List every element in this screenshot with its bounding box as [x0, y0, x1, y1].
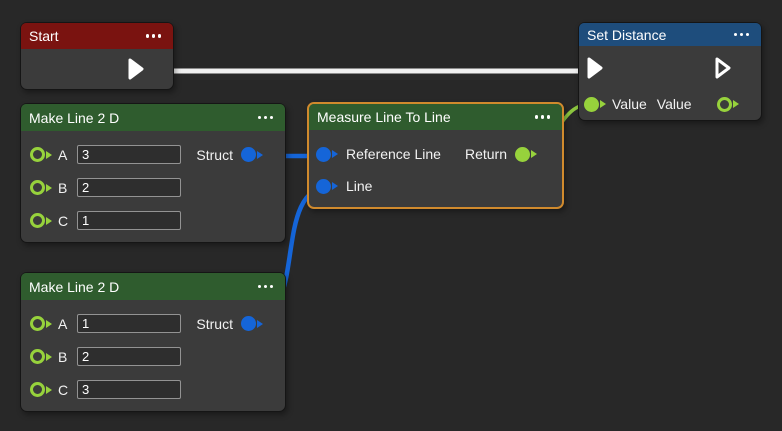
struct-port-icon: [316, 178, 331, 194]
port-arrow-icon: [46, 385, 52, 394]
value-field-b[interactable]: [77, 347, 181, 366]
scalar-input-pin-c[interactable]: [30, 213, 52, 228]
node-make-line-1-header[interactable]: Make Line 2 D: [21, 104, 285, 131]
scalar-input-pin-a[interactable]: [30, 316, 52, 331]
struct-port-icon: [241, 147, 256, 162]
scalar-input-pin-a[interactable]: [30, 147, 52, 162]
node-menu-button[interactable]: [257, 115, 273, 120]
line-input-pin[interactable]: [316, 178, 338, 194]
node-row: A Struct: [21, 138, 285, 171]
node-set-distance[interactable]: Set Distance Value Value: [578, 22, 762, 121]
line-label: Line: [346, 178, 373, 194]
scalar-port-icon: [717, 96, 732, 112]
scalar-port-icon: [30, 213, 45, 228]
port-arrow-icon: [733, 100, 739, 108]
input-label-b: B: [58, 179, 68, 196]
value-field-c[interactable]: [77, 380, 181, 399]
value-field-c[interactable]: [77, 211, 181, 230]
exec-output-pin[interactable]: [127, 57, 145, 81]
input-label-c: C: [58, 381, 69, 398]
port-arrow-icon: [46, 150, 52, 159]
value-output-label: Value: [656, 96, 692, 112]
struct-port-icon: [241, 316, 256, 331]
node-set-distance-header[interactable]: Set Distance: [579, 23, 761, 46]
node-row: C: [21, 204, 285, 237]
scalar-port-icon: [30, 349, 45, 364]
node-measure-header[interactable]: Measure Line To Line: [309, 104, 562, 130]
input-label-c: C: [58, 212, 69, 229]
node-start[interactable]: Start: [20, 22, 174, 90]
reference-line-label: Reference Line: [346, 146, 441, 162]
node-row: A Struct: [21, 307, 285, 340]
node-make-line-2d-1[interactable]: Make Line 2 D A Struct: [20, 103, 286, 243]
reference-line-input-pin[interactable]: [316, 146, 338, 162]
node-title: Make Line 2 D: [29, 109, 120, 126]
node-row: C: [21, 373, 285, 406]
struct-output-pin[interactable]: [241, 147, 263, 162]
input-label-a: A: [58, 315, 68, 332]
exec-output-pin[interactable]: [714, 56, 732, 80]
value-output-pin[interactable]: [717, 96, 739, 112]
scalar-port-icon: [30, 316, 45, 331]
node-menu-button[interactable]: [534, 115, 550, 119]
port-arrow-icon: [332, 150, 338, 158]
value-field-a[interactable]: [77, 145, 181, 164]
return-output-label: Return: [464, 146, 507, 162]
value-field-b[interactable]: [77, 178, 181, 197]
port-arrow-icon: [257, 319, 263, 328]
port-arrow-icon: [46, 352, 52, 361]
node-row: B: [21, 171, 285, 204]
node-title: Start: [29, 28, 59, 44]
node-title: Make Line 2 D: [29, 278, 120, 295]
node-menu-button[interactable]: [733, 32, 749, 37]
input-label-b: B: [58, 348, 68, 365]
scalar-port-icon: [30, 382, 45, 397]
node-menu-button[interactable]: [145, 34, 161, 38]
value-field-a[interactable]: [77, 314, 181, 333]
port-arrow-icon: [332, 182, 338, 190]
port-arrow-icon: [46, 319, 52, 328]
scalar-input-pin-b[interactable]: [30, 349, 52, 364]
node-row: Reference Line Return: [309, 138, 562, 170]
port-arrow-icon: [531, 150, 537, 158]
node-row: B: [21, 340, 285, 373]
return-output-pin[interactable]: [515, 146, 537, 162]
port-arrow-icon: [600, 100, 606, 108]
struct-output-label: Struct: [196, 315, 233, 332]
value-input-label: Value: [612, 96, 647, 112]
scalar-port-icon: [515, 146, 530, 162]
node-make-line-2-header[interactable]: Make Line 2 D: [21, 273, 285, 300]
node-title: Set Distance: [587, 26, 667, 43]
node-row: Line: [309, 170, 562, 202]
scalar-input-pin-c[interactable]: [30, 382, 52, 397]
node-make-line-2d-2[interactable]: Make Line 2 D A Struct: [20, 272, 286, 412]
struct-output-pin[interactable]: [241, 316, 263, 331]
struct-output-label: Struct: [196, 146, 233, 163]
scalar-port-icon: [584, 96, 599, 112]
node-start-header[interactable]: Start: [21, 23, 173, 49]
input-label-a: A: [58, 146, 68, 163]
port-arrow-icon: [257, 150, 263, 159]
node-title: Measure Line To Line: [317, 109, 451, 125]
scalar-port-icon: [30, 180, 45, 195]
scalar-port-icon: [30, 147, 45, 162]
port-arrow-icon: [46, 216, 52, 225]
port-arrow-icon: [46, 183, 52, 192]
node-menu-button[interactable]: [257, 284, 273, 289]
scalar-input-pin-b[interactable]: [30, 180, 52, 195]
struct-port-icon: [316, 146, 331, 162]
node-measure-line-to-line[interactable]: Measure Line To Line Reference Line Retu…: [307, 102, 564, 209]
value-input-pin[interactable]: [584, 96, 606, 112]
exec-input-pin[interactable]: [586, 56, 604, 80]
